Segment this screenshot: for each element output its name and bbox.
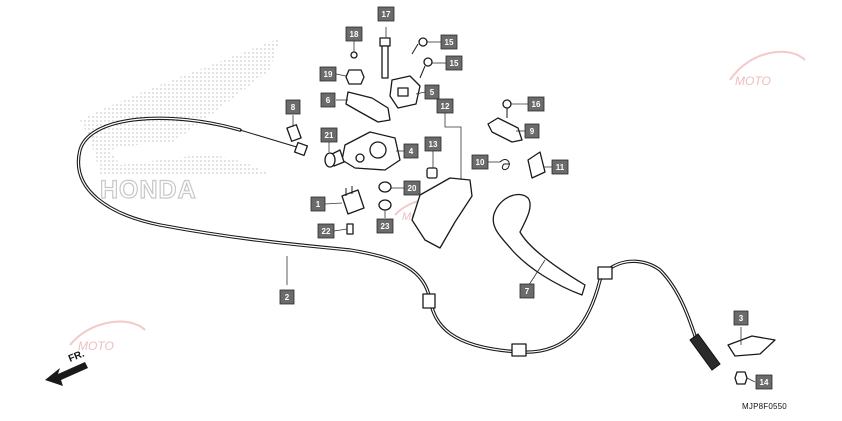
spring-10 [499, 159, 510, 171]
callout-18: 18 [345, 26, 363, 42]
callout-12-label: 12 [441, 102, 450, 111]
washer-18 [350, 51, 358, 59]
switch-assembly [389, 75, 421, 109]
washer-21 [324, 152, 336, 168]
callout-7: 7 [519, 283, 535, 299]
callout-14: 14 [755, 374, 773, 390]
stay-plate [345, 91, 391, 123]
clutch-cable [76, 116, 721, 371]
honda-wing-logo: HONDA [80, 38, 280, 205]
callout-5-label: 5 [430, 88, 435, 97]
callout-20: 20 [403, 180, 421, 196]
bracket-3 [727, 335, 776, 357]
leader-lines [286, 27, 756, 383]
callout-22: 22 [317, 223, 335, 239]
pin-13 [426, 167, 438, 179]
callout-9-label: 9 [530, 127, 535, 136]
callout-8: 8 [285, 99, 301, 115]
callout-15-upper: 15 [440, 34, 458, 50]
washer-23 [378, 199, 392, 211]
callout-22-label: 22 [322, 227, 331, 236]
callout-21-label: 21 [325, 131, 334, 140]
callout-17: 17 [377, 6, 395, 22]
callout-20-label: 20 [408, 184, 417, 193]
watermark-icon: MOTO [69, 320, 146, 353]
callout-8-label: 8 [291, 103, 296, 112]
callout-19: 19 [319, 66, 337, 82]
callout-10-label: 10 [476, 158, 485, 167]
bolt-8 [286, 124, 302, 142]
screw-15-upper [411, 37, 428, 55]
bolt-14 [734, 371, 748, 385]
screw-22 [346, 223, 354, 235]
front-direction-arrow: FR. [45, 348, 88, 386]
callout-6-label: 6 [326, 96, 331, 105]
bolt-17 [379, 37, 391, 79]
guide-plate-9 [487, 117, 523, 143]
callout-15-lower: 15 [445, 55, 463, 71]
callout-16-label: 16 [532, 100, 541, 109]
callout-11-label: 11 [556, 163, 565, 172]
diagram-code: MJP8F0550 [742, 402, 787, 411]
honda-wordmark: HONDA [100, 176, 197, 204]
callout-17-label: 17 [382, 10, 391, 19]
callout-15-lower-label: 15 [450, 59, 459, 68]
callout-6: 6 [320, 92, 336, 108]
callout-18-label: 18 [350, 30, 359, 39]
callout-21: 21 [320, 127, 338, 143]
svg-text:MOTO: MOTO [78, 339, 114, 353]
callout-3-label: 3 [739, 314, 744, 323]
callout-9: 9 [524, 123, 540, 139]
callout-10: 10 [471, 154, 489, 170]
callout-2-label: 2 [285, 293, 290, 302]
clutch-lever [492, 193, 586, 296]
callout-7-label: 7 [525, 287, 530, 296]
clutch-lever-bracket [329, 131, 401, 171]
callout-14-label: 14 [760, 378, 769, 387]
watermark-icon: MOTO [729, 50, 806, 88]
screw-16 [502, 99, 512, 118]
screw-15-lower [419, 57, 433, 79]
callout-2: 2 [279, 289, 295, 305]
svg-text:MOTO: MOTO [735, 74, 771, 88]
callout-5: 5 [424, 84, 440, 100]
cap-20 [378, 181, 392, 193]
callout-11: 11 [551, 159, 569, 175]
callout-23-label: 23 [381, 222, 390, 231]
callout-16: 16 [527, 96, 545, 112]
callout-13: 13 [424, 136, 442, 152]
callout-23: 23 [376, 218, 394, 234]
cover-11 [527, 151, 546, 179]
callout-1-label: 1 [316, 200, 321, 209]
callout-4-label: 4 [409, 147, 414, 156]
callout-13-label: 13 [429, 140, 438, 149]
callout-1: 1 [310, 196, 326, 212]
lever-holder [411, 177, 473, 249]
nut-19 [345, 69, 365, 85]
callout-15-upper-label: 15 [445, 38, 454, 47]
callout-4: 4 [403, 143, 419, 159]
callout-12: 12 [436, 98, 454, 114]
callout-3: 3 [733, 310, 749, 326]
switch-1 [341, 186, 365, 215]
callout-19-label: 19 [324, 70, 333, 79]
